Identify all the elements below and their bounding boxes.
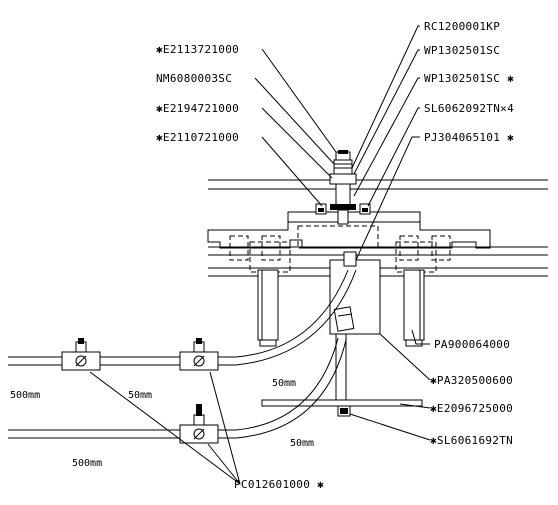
- label-sl6062092tn: SL6062092TN×4: [424, 102, 514, 115]
- label-pj304065101: PJ304065101 ✱: [424, 131, 514, 144]
- speed-controller-1: [62, 338, 100, 370]
- label-pc012601000: PC012601000 ✱: [234, 478, 324, 491]
- label-wp1302501sc: WP1302501SC: [424, 44, 500, 57]
- label-pa900064000: PA900064000: [434, 338, 510, 351]
- label-sl6061692tn: ✱SL6061692TN: [430, 434, 513, 447]
- dim-50mm-lower: 50mm: [290, 438, 314, 449]
- speed-controller-3: [180, 404, 218, 443]
- label-nm6080003sc: NM6080003SC: [156, 72, 232, 85]
- rotary-fitting-stack: [316, 150, 370, 266]
- label-e2194721000: ✱E2194721000: [156, 102, 239, 115]
- dim-500mm-upper: 500mm: [10, 390, 40, 401]
- label-rc1200001kp: RC1200001KP: [424, 20, 500, 33]
- label-e2110721000: ✱E2110721000: [156, 131, 239, 144]
- label-e2096725000: ✱E2096725000: [430, 402, 513, 415]
- label-wp1302501sc-starred: WP1302501SC ✱: [424, 72, 514, 85]
- label-pa320500600: ✱PA320500600: [430, 374, 513, 387]
- speed-controller-2: [180, 338, 218, 370]
- dim-500mm-lower: 500mm: [72, 458, 102, 469]
- dim-50mm-middle: 50mm: [272, 378, 296, 389]
- label-e2113721000: ✱E2113721000: [156, 43, 239, 56]
- dim-50mm-upper: 50mm: [128, 390, 152, 401]
